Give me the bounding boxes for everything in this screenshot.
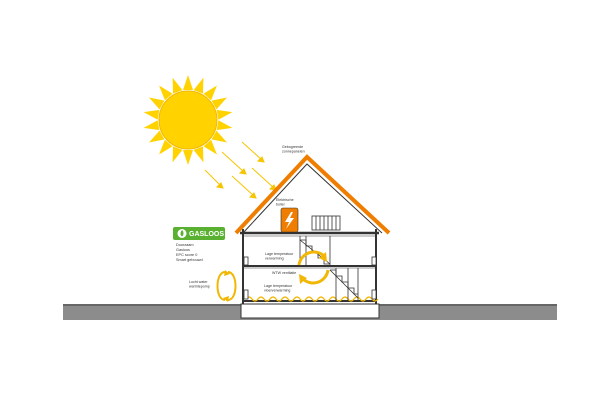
lightning-icon — [285, 212, 294, 229]
svg-text:vloerverwarming: vloerverwarming — [264, 289, 290, 293]
ventilation-label: WTW ventilatie — [272, 271, 296, 275]
badge-text: GASLOOS — [189, 231, 224, 238]
svg-text:Elektrische: Elektrische — [276, 198, 294, 202]
sun-ray-arrows — [204, 141, 277, 199]
badge-items: Duurzaam Gasloos EPC score 0 Smart gebou… — [176, 243, 203, 262]
roof — [234, 154, 391, 235]
heat-pump-label: Lucht water warmtepomp — [189, 280, 210, 289]
low-temp-heating-label: Lage temperatuur verwarming — [265, 252, 294, 261]
badge-item: EPC score 0 — [176, 253, 197, 257]
svg-text:WTW ventilatie: WTW ventilatie — [272, 271, 296, 275]
foundation — [240, 303, 380, 319]
svg-text:Lage temperatuur: Lage temperatuur — [264, 284, 293, 288]
ventilation-loop-icon — [297, 250, 330, 285]
badge-item: Duurzaam — [176, 243, 194, 247]
svg-text:verwarming: verwarming — [265, 257, 284, 261]
svg-text:warmtepomp: warmtepomp — [189, 285, 210, 289]
boiler-label: Elektrische boiler — [276, 198, 294, 207]
radiator-icons — [243, 256, 377, 300]
staircase — [299, 215, 359, 300]
sun-icon — [143, 75, 233, 165]
floor-heating-wave — [245, 296, 379, 302]
badge-item: Smart gebouwd — [176, 258, 203, 262]
solar-panels-label: Gebogreerde zonnepanelen — [282, 145, 305, 154]
svg-text:boiler: boiler — [276, 203, 286, 207]
svg-text:Lage temperatuur: Lage temperatuur — [265, 252, 294, 256]
gasloos-badge: GASLOOS — [173, 227, 225, 240]
floor-heating-label: Lage temperatuur vloerverwarming — [264, 284, 293, 293]
heat-pump-loop-icon — [216, 270, 237, 302]
boiler — [280, 207, 299, 233]
badge-item: Gasloos — [176, 248, 190, 252]
svg-text:zonnepanelen: zonnepanelen — [282, 150, 305, 154]
svg-text:Gebogreerde: Gebogreerde — [282, 145, 303, 149]
svg-text:Lucht water: Lucht water — [189, 280, 208, 284]
